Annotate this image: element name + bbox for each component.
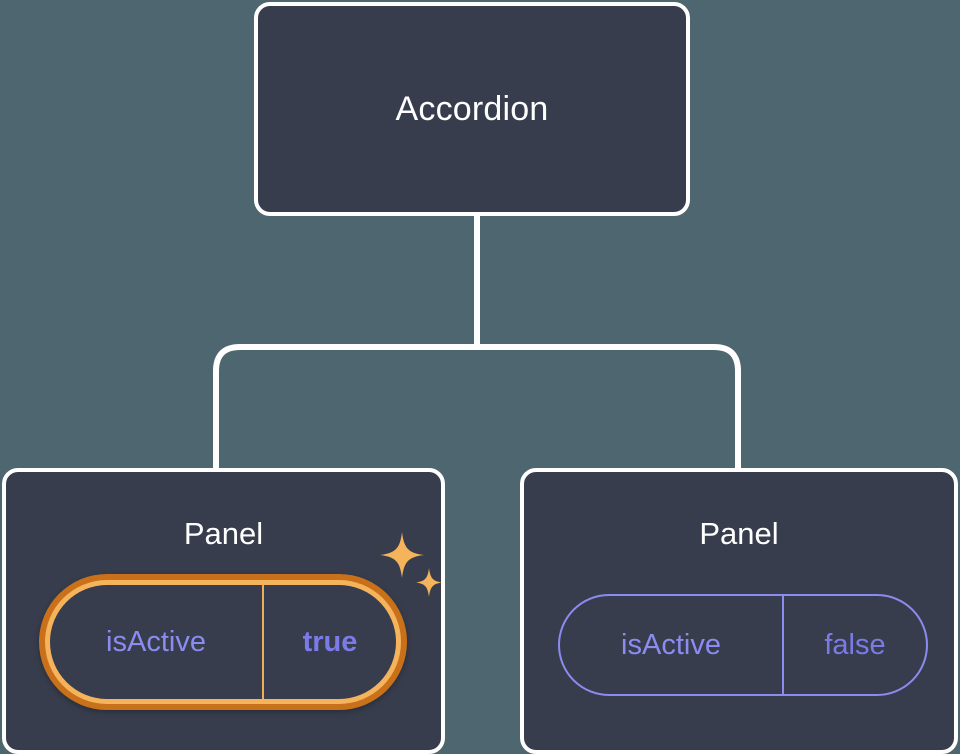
sparkle-large-icon: [380, 532, 424, 578]
prop-value: false: [782, 596, 926, 694]
node-panel-inactive-title: Panel: [699, 516, 779, 551]
node-accordion[interactable]: Accordion: [254, 2, 690, 216]
sparkle-group: [380, 532, 444, 598]
pill-highlight-core: isActive true: [50, 585, 396, 699]
node-panel-active[interactable]: Panel isActive true: [2, 468, 445, 754]
connector-branch-bus: [213, 344, 741, 476]
prop-pill-isactive-true[interactable]: isActive true: [39, 574, 407, 710]
node-panel-active-title: Panel: [183, 516, 264, 551]
node-panel-inactive[interactable]: Panel isActive false: [520, 468, 958, 754]
pill-highlight-ring: isActive true: [45, 580, 401, 704]
prop-pill-isactive-false[interactable]: isActive false: [558, 594, 928, 696]
sparkle-small-icon: [416, 568, 442, 597]
panel-active-body: Panel isActive true: [6, 472, 444, 750]
panel-inactive-body: Panel isActive false: [524, 472, 954, 750]
node-accordion-title: Accordion: [395, 90, 549, 128]
prop-key: isActive: [106, 625, 206, 658]
prop-key: isActive: [621, 628, 721, 661]
prop-value: true: [262, 585, 396, 699]
